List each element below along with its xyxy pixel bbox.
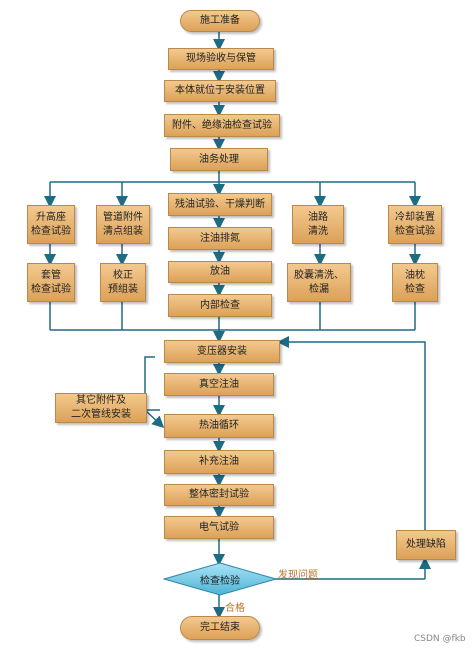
- node-center3: 放油: [168, 261, 272, 283]
- node-step5: 变压器安装: [164, 340, 280, 363]
- node-center1: 残油试验、干燥判断: [168, 193, 272, 216]
- node-fix: 处理缺陷: [396, 530, 456, 560]
- node-step7: 热油循环: [164, 414, 274, 438]
- node-decision-shape: [163, 562, 277, 596]
- node-branch4-bottom: 胶囊清洗、 检漏: [287, 263, 351, 302]
- node-branch2-top: 管道附件 清点组装: [96, 205, 150, 244]
- node-branch5-bottom: 油枕 检查: [392, 263, 438, 302]
- node-step10: 电气试验: [164, 516, 274, 539]
- edge-fix-return: [277, 336, 426, 530]
- node-side-left: 其它附件及 二次管线安装: [55, 393, 147, 423]
- node-center2: 注油排氮: [168, 227, 272, 250]
- node-branch5-top: 冷却装置 检查试验: [388, 205, 442, 244]
- node-start: 施工准备: [180, 10, 260, 32]
- node-step9: 整体密封试验: [164, 484, 274, 506]
- watermark: CSDN @fkb: [414, 634, 466, 644]
- label-pass: 合格: [225, 603, 245, 614]
- node-center4: 内部检查: [168, 294, 272, 317]
- node-branch4-top: 油路 清洗: [292, 205, 344, 244]
- node-end: 完工结束: [180, 616, 260, 640]
- node-branch1-bottom: 套管 检查试验: [27, 263, 75, 302]
- node-step2: 本体就位于安装位置: [164, 80, 276, 102]
- label-found-issue: 发现问题: [278, 570, 318, 581]
- node-step6: 真空注油: [164, 373, 274, 396]
- edge-side-left: [144, 356, 160, 411]
- node-step4: 油务处理: [170, 148, 268, 171]
- node-step1: 现场验收与保管: [168, 48, 274, 70]
- node-decision-label: 检查检验: [200, 576, 240, 587]
- node-branch1-top: 升高座 检查试验: [27, 205, 75, 244]
- node-step3: 附件、绝缘油检查试验: [164, 114, 280, 137]
- node-step8: 补充注油: [164, 450, 274, 474]
- node-branch2-bottom: 校正 预组装: [100, 263, 146, 302]
